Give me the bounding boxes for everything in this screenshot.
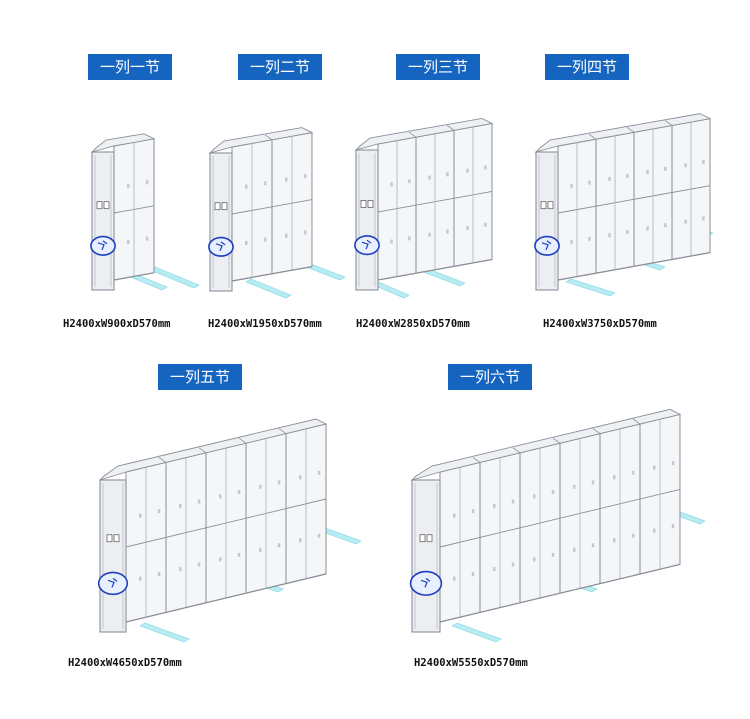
size-four-sections: H2400xW3750xD570mm	[543, 318, 657, 330]
cabinet-6	[409, 408, 706, 643]
handle-icon	[367, 199, 374, 208]
size-five-sections: H2400xW4650xD570mm	[68, 657, 182, 669]
floor-rail	[565, 278, 616, 297]
lock-icon	[360, 199, 367, 208]
lock-icon	[96, 201, 103, 210]
lock-icon	[214, 202, 221, 211]
lock-icon	[540, 201, 547, 210]
size-two-sections: H2400xW1950xD570mm	[208, 318, 322, 330]
cabinet-2	[208, 127, 346, 299]
cabinet-1	[90, 133, 200, 291]
label-one-section: 一列一节	[88, 54, 172, 80]
floor-rail	[139, 622, 190, 643]
size-three-sections: H2400xW2850xD570mm	[356, 318, 470, 330]
lock-icon	[419, 534, 426, 543]
label-six-sections: 一列六节	[448, 364, 532, 390]
handle-icon	[426, 534, 433, 543]
end-panel	[411, 479, 441, 633]
size-six-sections: H2400xW5550xD570mm	[414, 657, 528, 669]
label-five-sections: 一列五节	[158, 364, 242, 390]
lock-icon	[106, 534, 113, 543]
handle-icon	[113, 534, 120, 543]
handle-icon	[221, 202, 228, 211]
cabinet-5	[97, 418, 362, 643]
floor-rail	[245, 278, 292, 299]
size-one-section: H2400xW900xD570mm	[63, 318, 171, 330]
cabinet-4	[534, 113, 714, 297]
end-panel	[99, 479, 127, 633]
handle-icon	[103, 201, 110, 210]
label-two-sections: 一列二节	[238, 54, 322, 80]
handle-icon	[547, 201, 554, 210]
label-three-sections: 一列三节	[396, 54, 480, 80]
floor-rail	[451, 622, 502, 643]
label-four-sections: 一列四节	[545, 54, 629, 80]
cabinet-3	[354, 118, 494, 299]
